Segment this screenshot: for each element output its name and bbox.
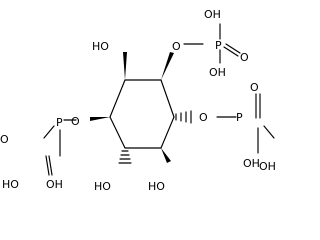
hydroxyl-bottom-right: HO bbox=[148, 180, 165, 193]
phosphorus-left: P bbox=[56, 116, 63, 129]
phosphorus-right: P bbox=[236, 111, 243, 124]
hash-bond-right bbox=[175, 110, 192, 124]
hydroxyl-top-left: HO bbox=[92, 40, 109, 53]
hash-bond-lower-left bbox=[118, 150, 132, 164]
oxygen-top-double: O bbox=[240, 51, 249, 64]
hydroxyl-right-bottom: OH bbox=[243, 157, 260, 170]
skeletal-bonds bbox=[43, 23, 275, 176]
hydroxyl-left-bottom: HO bbox=[2, 178, 19, 191]
hydroxyl-bottom-left: HO bbox=[94, 180, 111, 193]
oxygen-left-double: O bbox=[0, 133, 9, 146]
phosphorus-top: P bbox=[215, 39, 222, 52]
chemical-structure-diagram: HO O OH P O OH O P O OH OH O P O OH HO H… bbox=[0, 8, 276, 193]
atom-labels: HO O OH P O OH O P O OH OH O P O OH HO H… bbox=[0, 8, 276, 193]
oxygen-right: O bbox=[199, 111, 208, 124]
hydroxyl-right-outer: OH bbox=[259, 160, 276, 173]
hydroxyl-top: OH bbox=[204, 8, 221, 21]
oxygen-left: O bbox=[71, 115, 80, 128]
oxygen-right-double: O bbox=[250, 81, 259, 94]
oxygen-top: O bbox=[172, 40, 181, 53]
hydroxyl-top-lower: OH bbox=[209, 66, 226, 79]
hydroxyl-left: OH bbox=[46, 178, 63, 191]
